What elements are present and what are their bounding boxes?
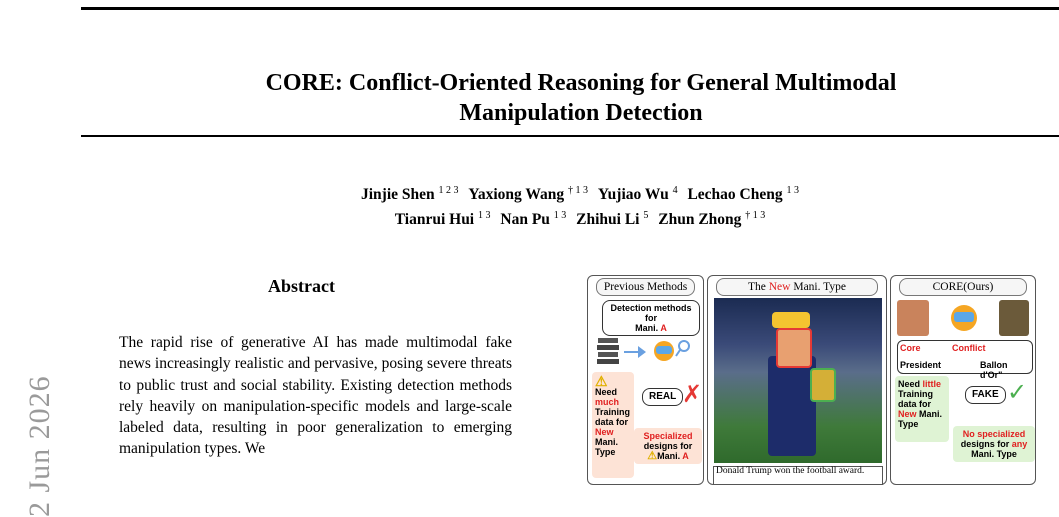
top-rule bbox=[81, 7, 1059, 10]
warning-icon: ⚠ bbox=[647, 450, 658, 462]
author-line-2: Tianrui Hui 1 3 Nan Pu 1 3 Zhihui Li 5 Z… bbox=[130, 205, 1030, 230]
teaser-figure: Previous Methods Detection methods for M… bbox=[587, 275, 1036, 487]
panel-header: The New Mani. Type bbox=[716, 278, 878, 296]
title-line-1: CORE: Conflict-Oriented Reasoning for Ge… bbox=[265, 70, 897, 96]
real-label: REAL bbox=[642, 388, 684, 406]
no-specialized-designs-box: No specialized designs for any Mani. Typ… bbox=[953, 426, 1035, 462]
author: Yaxiong Wang † 1 3 bbox=[468, 185, 589, 204]
author: Jinjie Shen 1 2 3 bbox=[361, 185, 459, 204]
arxiv-date-stamp: 2 Jun 2026 bbox=[23, 375, 56, 517]
panel-header: Previous Methods bbox=[596, 278, 695, 296]
abstract-heading: Abstract bbox=[268, 276, 335, 296]
bottom-rule bbox=[81, 135, 1059, 137]
speech-bubble: Detection methods for Mani. A bbox=[602, 300, 700, 336]
author: Zhihui Li 5 bbox=[576, 210, 649, 229]
check-icon: ✓ bbox=[1007, 378, 1028, 406]
author-list: Jinjie Shen 1 2 3 Yaxiong Wang † 1 3 Yuj… bbox=[130, 180, 1030, 230]
need-little-data-box: Need little Training data for New Mani. … bbox=[895, 376, 949, 442]
cross-icon: ✗ bbox=[682, 380, 703, 408]
panel-new-mani-type: The New Mani. Type Donald Trump won the … bbox=[707, 275, 887, 485]
warning-icon: ⚠ bbox=[595, 373, 608, 389]
core-robot-icon bbox=[897, 300, 1029, 336]
manipulated-photo bbox=[714, 298, 882, 463]
paper-title: CORE: Conflict-Oriented Reasoning for Ge… bbox=[81, 68, 1059, 128]
panel-previous-methods: Previous Methods Detection methods for M… bbox=[587, 275, 704, 485]
author: Lechao Cheng 1 3 bbox=[687, 185, 799, 204]
author: Zhun Zhong † 1 3 bbox=[658, 210, 766, 229]
panel-header: CORE(Ours) bbox=[899, 278, 1027, 296]
specialized-designs-box: Specialized designs for ⚠Mani. A bbox=[634, 428, 702, 464]
abstract-text: The rapid rise of generative AI has made… bbox=[119, 334, 512, 458]
need-much-data-box: ⚠ Need much Training data for New Mani. … bbox=[592, 372, 634, 478]
author-line-1: Jinjie Shen 1 2 3 Yaxiong Wang † 1 3 Yuj… bbox=[130, 180, 1030, 205]
books-robot-icon bbox=[597, 338, 690, 364]
author: Nan Pu 1 3 bbox=[500, 210, 567, 229]
author: Tianrui Hui 1 3 bbox=[394, 210, 491, 229]
author: Yujiao Wu 4 bbox=[597, 185, 678, 204]
title-line-2: Manipulation Detection bbox=[459, 100, 703, 126]
fake-label: FAKE bbox=[965, 386, 1006, 404]
panel-core-ours: CORE(Ours) Core Conflict President Ballo… bbox=[890, 275, 1036, 485]
conflict-box: Core Conflict President Ballon d'Or" bbox=[897, 340, 1033, 380]
photo-caption: Donald Trump won the football award. bbox=[713, 466, 883, 485]
